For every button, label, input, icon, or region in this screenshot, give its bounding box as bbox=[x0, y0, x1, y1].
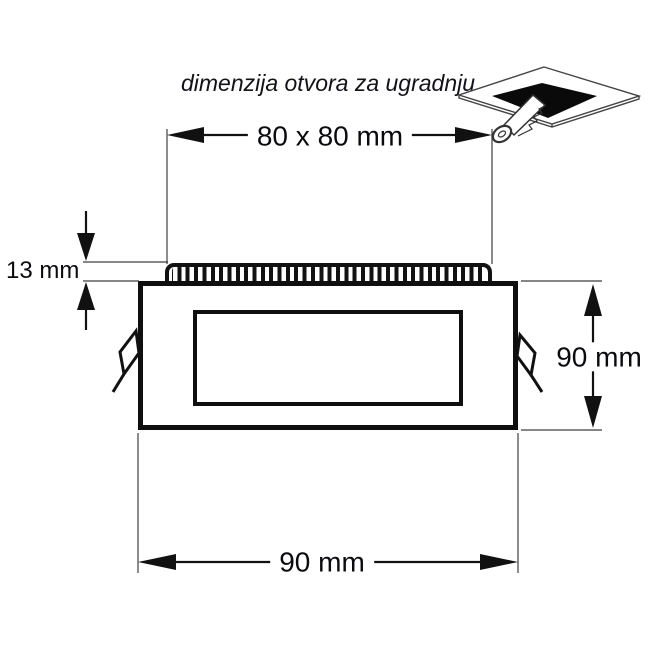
dimension-cutout-label: 80 x 80 mm bbox=[247, 121, 413, 151]
led-panel-window bbox=[193, 310, 463, 406]
dimension-body-width-label: 90 mm bbox=[270, 547, 374, 577]
heatsink-fins bbox=[165, 263, 492, 281]
diagram-title: dimenzija otvora za ugradnju bbox=[180, 70, 476, 96]
ceiling-cutout-saw-icon bbox=[456, 66, 642, 144]
dimension-body-height-label: 90 mm bbox=[547, 342, 651, 372]
dimension-fin-height-label: 13 mm bbox=[6, 257, 80, 284]
dim-fin-height-arrows bbox=[77, 211, 95, 330]
spring-clip-left bbox=[111, 327, 141, 393]
spring-clip-right bbox=[515, 331, 544, 393]
